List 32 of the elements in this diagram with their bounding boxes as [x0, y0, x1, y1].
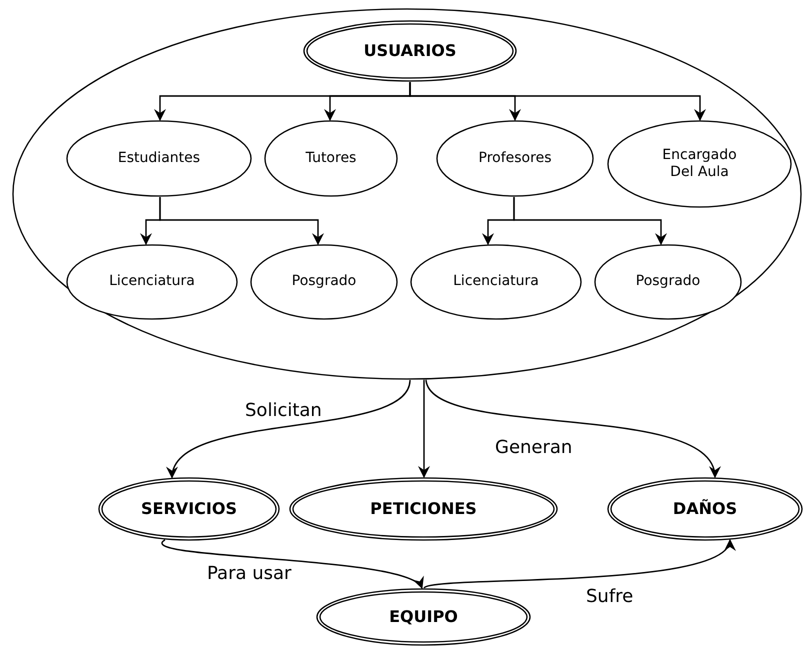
category-ellipse: [250, 244, 398, 320]
main-ellipse: [303, 20, 517, 82]
category-ellipse: [436, 120, 594, 197]
arrow: [162, 540, 423, 589]
node-label: SERVICIOS: [141, 499, 237, 519]
category-ellipse: [66, 244, 238, 320]
arrow: [409, 82, 706, 121]
node-label: EQUIPO: [389, 607, 458, 627]
group-ellipse: [12, 8, 802, 380]
arrow: [513, 197, 667, 246]
category-ellipse: [66, 120, 252, 197]
node-label: Licenciatura: [453, 273, 539, 291]
node-label: PETICIONES: [370, 499, 477, 519]
category-ellipse: [607, 120, 792, 208]
arrow: [159, 197, 324, 246]
node-label: Posgrado: [636, 273, 700, 291]
node-label: Encargado Del Aula: [661, 146, 738, 182]
category-ellipse: [264, 120, 398, 197]
node-label: Licenciatura: [109, 273, 195, 291]
category-ellipse: [594, 244, 742, 320]
main-ellipse: [316, 588, 531, 646]
node-label: DAÑOS: [672, 499, 738, 519]
node-label: USUARIOS: [364, 41, 456, 61]
main-ellipse: [289, 477, 558, 541]
node-label: Profesores: [478, 150, 552, 168]
node-label: Tutores: [306, 150, 356, 168]
main-ellipse: [98, 477, 280, 541]
main-ellipse: [607, 477, 803, 541]
node-label: Estudiantes: [118, 150, 200, 168]
category-ellipse: [410, 244, 582, 320]
node-label: Posgrado: [292, 273, 356, 291]
arrow: [418, 380, 430, 478]
